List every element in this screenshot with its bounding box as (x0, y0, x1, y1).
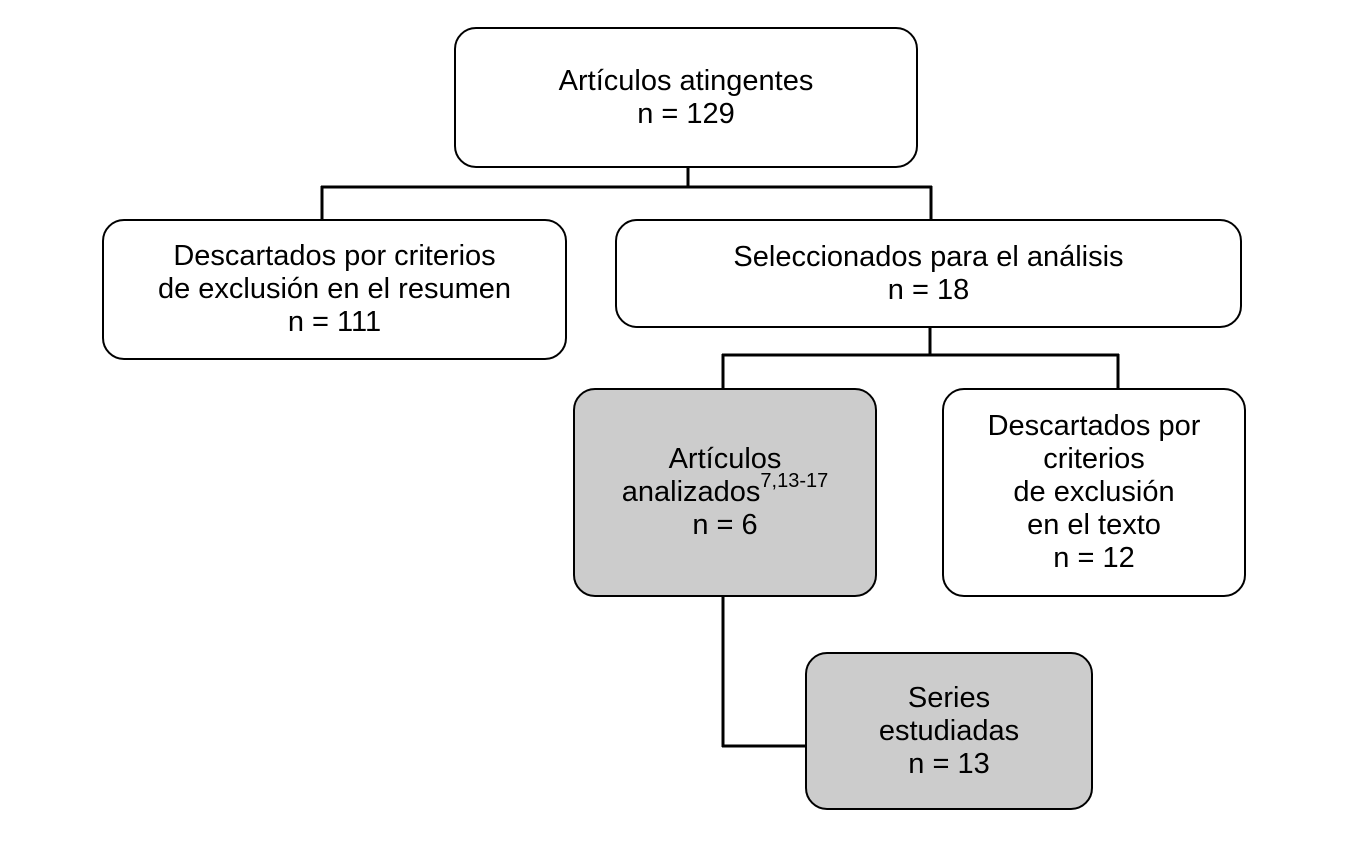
box-title: Artículos atingentes (558, 64, 814, 97)
box-text-line: en el texto (1027, 509, 1161, 541)
box-title: Seleccionados para el análisis (733, 240, 1124, 273)
box-descartados-resumen: Descartados por criterios de exclusión e… (102, 219, 567, 360)
box-articulos-analizados: Artículos analizados7,13-17 n = 6 (573, 388, 877, 597)
box-text-line: Series (907, 681, 991, 714)
box-text-line: estudiadas (878, 714, 1020, 747)
box-text-line: de exclusión (1013, 476, 1175, 508)
box-text: analizados (621, 476, 761, 508)
box-seleccionados: Seleccionados para el análisis n = 18 (615, 219, 1242, 328)
box-text-line-with-refs: analizados7,13-17 (621, 471, 829, 509)
box-count: n = 111 (287, 306, 382, 338)
box-descartados-texto: Descartados por criterios de exclusión e… (942, 388, 1246, 597)
box-count: n = 13 (908, 747, 990, 780)
box-text-line: de exclusión en el resumen (157, 273, 512, 305)
box-series-estudiadas: Series estudiadas n = 13 (805, 652, 1093, 810)
box-count: n = 6 (692, 509, 758, 541)
box-text-line: Descartados por criterios (173, 240, 496, 272)
box-text-line: Artículos (668, 443, 782, 475)
reference-superscript: 7,13-17 (760, 470, 829, 493)
box-count: n = 18 (887, 273, 970, 306)
box-text-line: Descartados por (987, 410, 1201, 442)
box-count: n = 129 (637, 97, 735, 130)
box-count: n = 12 (1053, 542, 1135, 574)
box-articulos-atingentes: Artículos atingentes n = 129 (454, 27, 918, 168)
box-text-line: criterios (1043, 443, 1145, 475)
